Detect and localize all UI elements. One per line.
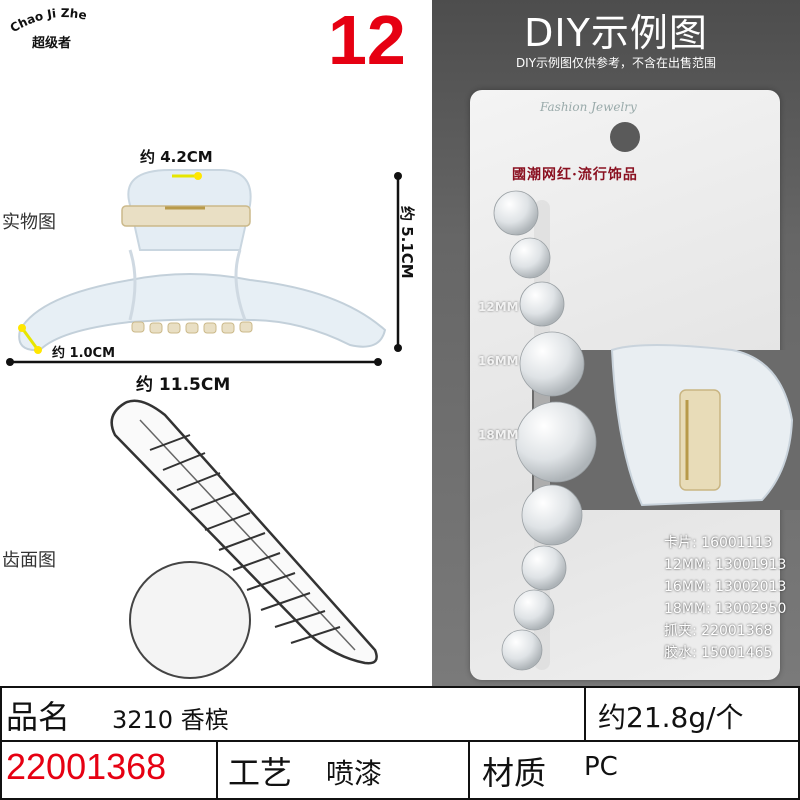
diy-title: DIY示例图: [524, 11, 708, 55]
item-number: 12: [328, 1, 406, 79]
card-brand-script: Fashion Jewelry: [540, 100, 637, 114]
dim-top-width: 约 4.2CM: [140, 148, 213, 166]
pearl: [521, 545, 567, 591]
svg-text:Chao Ji Zhe: Chao Ji Zhe: [8, 6, 88, 35]
brand-name-cn: 超级者: [32, 36, 72, 51]
clip-photo: [6, 169, 402, 366]
component-codes: 卡片: 16001113 12MM: 13001913 16MM: 130020…: [664, 532, 800, 664]
pearl-size-16mm: 16MM: [478, 354, 519, 368]
clip-on-card: [532, 344, 800, 510]
code-card: 卡片: 16001113: [664, 535, 773, 551]
pearl-strand: [493, 190, 597, 671]
material-label: 材质: [482, 754, 547, 792]
teeth-sketch: [110, 399, 378, 679]
pearl: [513, 589, 555, 631]
brand-logo: Chao Ji Zhe 超级者: [4, 4, 124, 54]
name-value: 3210 香槟: [112, 706, 229, 734]
pearl: [509, 237, 551, 279]
pearl: [501, 629, 543, 671]
pearl-size-12mm: 12MM: [478, 300, 519, 314]
pearl: [521, 484, 583, 546]
craft-label: 工艺: [228, 754, 293, 792]
pearl: [519, 281, 565, 327]
dim-thick-line: [20, 327, 40, 351]
real-view-label: 实物图: [2, 212, 56, 233]
card-slogan: 國潮网红·流行饰品: [512, 167, 638, 183]
code-12mm: 12MM: 13001913: [664, 557, 787, 573]
code-18mm: 18MM: 13002950: [664, 601, 787, 617]
material-value: PC: [584, 752, 618, 782]
code-glue: 胶水: 15001465: [664, 645, 773, 661]
spec-table: 品名 3210 香槟 约21.8g/个 22001368 工艺 喷漆 材质 PC: [0, 686, 800, 800]
weight-value: 约21.8g/个: [598, 701, 744, 734]
diy-note: DIY示例图仅供参考，不含在出售范围: [515, 56, 717, 70]
clip-body-sketch: [129, 561, 251, 679]
craft-value: 喷漆: [326, 757, 383, 790]
diy-example-panel: DIY示例图 DIY示例图仅供参考，不含在出售范围 Fashion Jewelr…: [432, 0, 800, 686]
pearl-size-18mm: 18MM: [478, 428, 519, 442]
pearl: [515, 401, 597, 483]
brand-name-en: Chao Ji Zhe: [8, 6, 88, 35]
card-hang-hole: [610, 122, 640, 152]
code-16mm: 16MM: 13002013: [664, 579, 787, 595]
dim-height: 约 5.1CM: [398, 206, 416, 279]
brand-arc-text: Chao Ji Zhe: [8, 6, 88, 35]
pearl: [493, 190, 539, 236]
product-code: 22001368: [6, 746, 167, 787]
name-label: 品名: [6, 698, 71, 736]
code-clip: 抓夹: 22001368: [664, 623, 773, 639]
product-photo-panel: Chao Ji Zhe 超级者 12: [0, 0, 432, 686]
pearl: [519, 331, 585, 397]
dim-thickness: 约 1.0CM: [52, 346, 116, 361]
teeth-view-label: 齿面图: [2, 550, 56, 571]
dim-length: 约 11.5CM: [136, 375, 231, 395]
dim-top-dot: [194, 172, 202, 180]
